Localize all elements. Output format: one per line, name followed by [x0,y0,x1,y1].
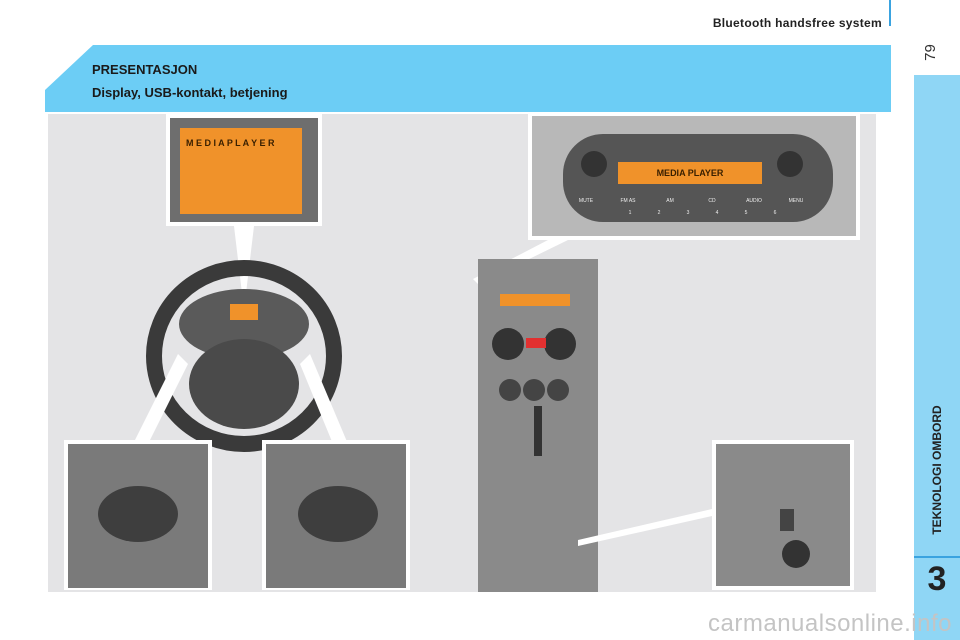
running-header: Bluetooth handsfree system [712,16,882,30]
radio-display-text: MEDIA PLAYER [657,168,724,178]
preset-button-label: 4 [716,210,719,216]
chapter-divider [914,556,960,558]
section-heading: PRESENTASJON [92,62,198,77]
section-subheading: Display, USB-kontakt, betjening [92,85,288,100]
chapter-tab [914,75,960,640]
left-controls-inset [64,440,212,590]
preset-button-label: 2 [658,210,661,216]
preset-button-label: 6 [774,210,777,216]
preset-button-label: 3 [687,210,690,216]
watermark: carmanualsonline.info [708,610,952,637]
radio-button-label: CD [708,198,716,204]
radio-button-label: AUDIO [746,198,762,204]
section-banner [45,45,891,112]
preset-button-label: 1 [629,210,632,216]
chapter-number: 3 [927,560,947,598]
radio-button-label: FM AS [620,198,636,204]
center-console [478,259,598,592]
usb-inset [578,440,854,590]
dash-display-text: M E D I A P L A Y E R [186,138,275,148]
chapter-title: TEKNOLOGI OMBORD [930,405,944,535]
illustration-area: M E D I A P L A Y E R MEDIA PLAYER MUTE F… [48,114,876,592]
right-controls-inset [262,440,410,590]
radio-button-label: AM [666,198,674,204]
page-number: 79 [921,44,939,61]
steering-wheel [133,260,348,452]
preset-button-label: 5 [745,210,748,216]
radio-inset: MEDIA PLAYER MUTE FM AS AM CD AUDIO MENU 1 2 3 4 5… [473,114,860,284]
header-divider [889,0,891,26]
radio-button-label: MUTE [579,198,594,204]
radio-button-label: MENU [789,198,804,204]
